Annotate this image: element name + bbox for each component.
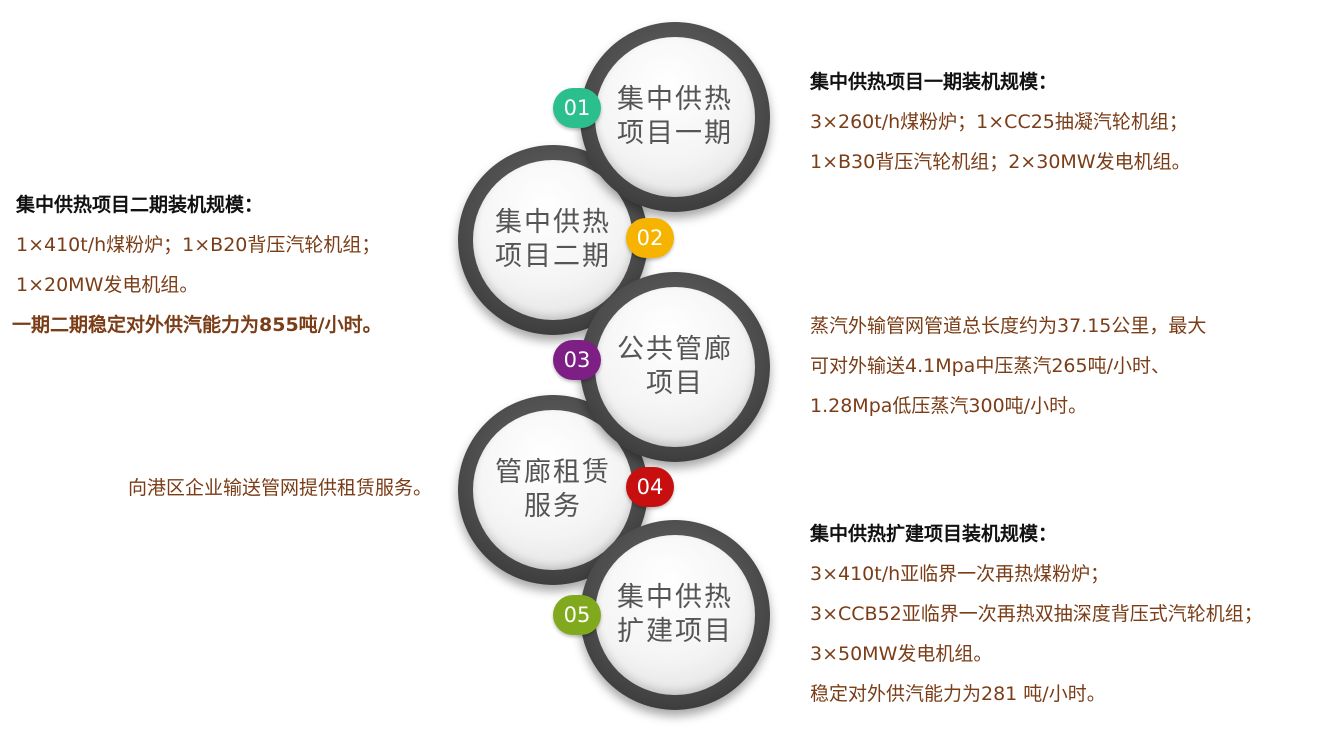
node-05: 集中供热 扩建项目 xyxy=(580,520,770,710)
node-inner xyxy=(473,410,633,570)
node-inner xyxy=(473,160,633,320)
expansion-line: 3×50MW发电机组。 xyxy=(810,643,993,665)
corridor-description: 蒸汽外输管网管道总长度约为37.15公里，最大 可对外输送4.1Mpa中压蒸汽2… xyxy=(810,306,1206,426)
badge-05: 05 xyxy=(553,595,601,635)
node-label: 公共管廊 项目 xyxy=(617,334,733,399)
phase2-line: 1×20MW发电机组。 xyxy=(16,274,199,296)
node-01: 集中供热 项目一期 xyxy=(580,22,770,212)
phase2-heading: 集中供热项目二期装机规模： xyxy=(16,194,264,216)
expansion-line: 稳定对外供汽能力为281 吨/小时。 xyxy=(810,683,1106,705)
node-inner xyxy=(595,287,755,447)
expansion-line: 3×CCB52亚临界一次再热双抽深度背压式汽轮机组； xyxy=(810,603,1263,625)
expansion-heading: 集中供热扩建项目装机规模： xyxy=(810,523,1058,545)
node-03: 公共管廊 项目 xyxy=(580,272,770,462)
node-label: 管廊租赁 服务 xyxy=(495,457,611,522)
badge-01: 01 xyxy=(553,88,601,128)
corridor-line: 蒸汽外输管网管道总长度约为37.15公里，最大 xyxy=(810,315,1207,337)
phase2-description: 集中供热项目二期装机规模： 1×410t/h煤粉炉；1×B20背压汽轮机组； 1… xyxy=(12,185,382,345)
expansion-line: 3×410t/h亚临界一次再热煤粉炉； xyxy=(810,563,1110,585)
node-inner xyxy=(595,37,755,197)
node-label: 集中供热 扩建项目 xyxy=(617,582,733,647)
phase1-heading: 集中供热项目一期装机规模： xyxy=(810,71,1058,93)
phase1-line: 1×B30背压汽轮机组；2×30MW发电机组。 xyxy=(810,151,1191,173)
node-inner xyxy=(595,535,755,695)
badge-02: 02 xyxy=(626,218,674,258)
lease-description: 向港区企业输送管网提供租赁服务。 xyxy=(40,468,432,508)
expansion-description: 集中供热扩建项目装机规模： 3×410t/h亚临界一次再热煤粉炉； 3×CCB5… xyxy=(810,514,1263,714)
phase1-line: 3×260t/h煤粉炉；1×CC25抽凝汽轮机组； xyxy=(810,111,1188,133)
corridor-line: 可对外输送4.1Mpa中压蒸汽265吨/小时、 xyxy=(810,355,1170,377)
phase2-line: 1×410t/h煤粉炉；1×B20背压汽轮机组； xyxy=(16,234,381,256)
phase2-emphasis: 一期二期稳定对外供汽能力为855吨/小时。 xyxy=(12,314,382,336)
node-label: 集中供热 项目一期 xyxy=(617,84,733,149)
badge-04: 04 xyxy=(626,467,674,507)
lease-line: 向港区企业输送管网提供租赁服务。 xyxy=(127,477,432,499)
node-label: 集中供热 项目二期 xyxy=(495,207,611,272)
badge-03: 03 xyxy=(553,340,601,380)
phase1-description: 集中供热项目一期装机规模： 3×260t/h煤粉炉；1×CC25抽凝汽轮机组； … xyxy=(810,62,1191,182)
corridor-line: 1.28Mpa低压蒸汽300吨/小时。 xyxy=(810,395,1088,417)
